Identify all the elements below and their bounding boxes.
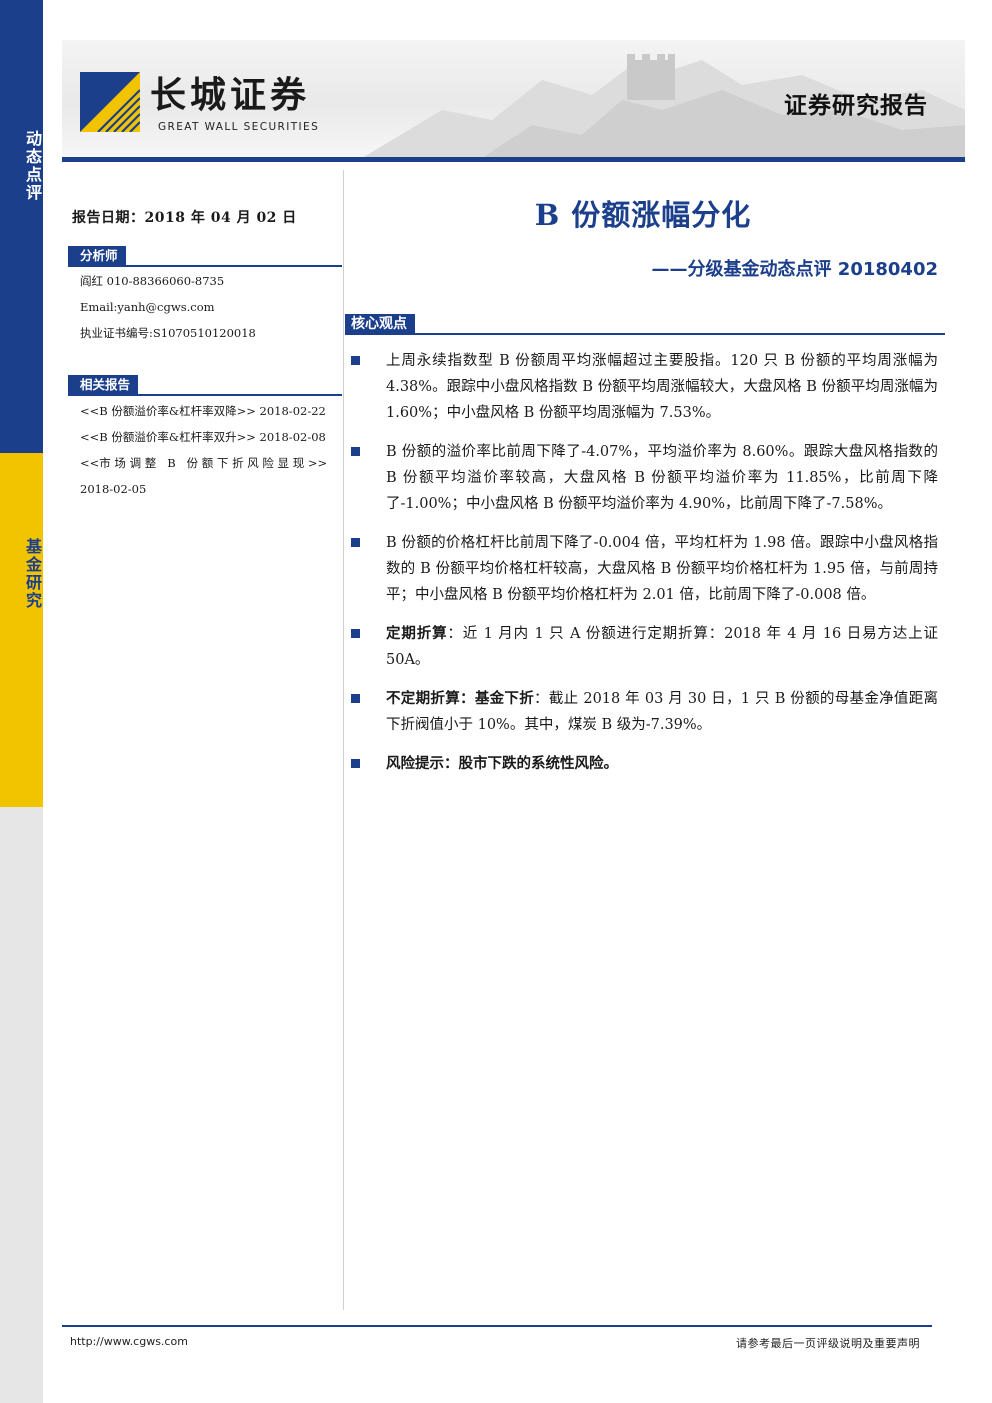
header-rule bbox=[62, 157, 965, 162]
page-title: B 份额涨幅分化 bbox=[534, 198, 752, 232]
analyst-heading-label: 分析师 bbox=[68, 246, 126, 266]
sidebar-band-blue bbox=[0, 0, 43, 453]
sidebar-band-gray bbox=[0, 807, 43, 1403]
footer-rule bbox=[62, 1325, 932, 1327]
bullet-text: ：截止 2018 年 03 月 30 日，1 只 B 份额的母基金净值距离下折阀… bbox=[386, 691, 939, 733]
related-report-date: 2018-02-05 bbox=[80, 482, 147, 496]
bullet-text: 上周永续指数型 B 份额周平均涨幅超过主要股指。120 只 B 份额的平均周涨幅… bbox=[386, 353, 938, 421]
sidebar-label-category: 基金研究 bbox=[23, 538, 42, 610]
bullet-text: ：近 1 月内 1 只 A 份额进行定期折算：2018 年 4 月 16 日易方… bbox=[386, 626, 938, 668]
bullet-text: B 份额的价格杠杆比前周下降了-0.004 倍，平均杠杆为 1.98 倍。跟踪中… bbox=[386, 535, 938, 603]
bullet-bold-lead: 定期折算 bbox=[386, 625, 448, 642]
analyst-section-heading: 分析师 bbox=[68, 245, 342, 267]
square-bullet-icon bbox=[351, 356, 360, 365]
related-report-link[interactable]: <<B 份额溢价率&杠杆率双升>> 2018-02-08 bbox=[80, 430, 326, 444]
great-wall-backdrop-image bbox=[362, 54, 965, 158]
related-report-link[interactable]: <<B 份额溢价率&杠杆率双降>> 2018-02-22 bbox=[80, 404, 326, 418]
analyst-name-phone: 阎红 010-88366060-8735 bbox=[80, 274, 225, 288]
bullet-item: B 份额的价格杠杆比前周下降了-0.004 倍，平均杠杆为 1.98 倍。跟踪中… bbox=[348, 530, 938, 608]
square-bullet-icon bbox=[351, 538, 360, 547]
sidebar-band-yellow bbox=[0, 453, 43, 807]
square-bullet-icon bbox=[351, 759, 360, 768]
column-divider bbox=[343, 170, 344, 1310]
related-reports-heading: 相关报告 bbox=[68, 374, 342, 396]
bullet-item: 不定期折算：基金下折：截止 2018 年 03 月 30 日，1 只 B 份额的… bbox=[348, 686, 938, 738]
square-bullet-icon bbox=[351, 629, 360, 638]
report-date: 报告日期：2018 年 04 月 02 日 bbox=[72, 210, 297, 226]
page-subtitle: ——分级基金动态点评 20180402 bbox=[651, 259, 938, 280]
bullet-item: 风险提示：股市下跌的系统性风险。 bbox=[348, 751, 938, 777]
analyst-certificate: 执业证书编号:S1070510120018 bbox=[80, 326, 256, 340]
bullet-item: B 份额的溢价率比前周下降了-4.07%，平均溢价率为 8.60%。跟踪大盘风格… bbox=[348, 439, 938, 517]
core-views-list: 上周永续指数型 B 份额周平均涨幅超过主要股指。120 只 B 份额的平均周涨幅… bbox=[348, 348, 938, 790]
report-type-title: 证券研究报告 bbox=[784, 93, 928, 119]
square-bullet-icon bbox=[351, 694, 360, 703]
bullet-bold-lead: 风险提示：股市下跌的系统性风险。 bbox=[386, 755, 618, 772]
square-bullet-icon bbox=[351, 447, 360, 456]
core-heading-label: 核心观点 bbox=[345, 314, 415, 334]
footer-website-link[interactable]: http://www.cgws.com bbox=[70, 1335, 188, 1348]
bullet-text: B 份额的溢价率比前周下降了-4.07%，平均溢价率为 8.60%。跟踪大盘风格… bbox=[386, 444, 938, 512]
header-banner bbox=[62, 40, 965, 158]
related-heading-label: 相关报告 bbox=[68, 375, 139, 395]
logo-chinese-name: 长城证券 bbox=[150, 74, 311, 116]
related-report-link[interactable]: <<市 场 调 整 B 份 额 下 折 风 险 显 现 >> bbox=[80, 456, 328, 470]
analyst-email: Email:yanh@cgws.com bbox=[80, 300, 215, 314]
great-wall-logo-icon bbox=[80, 72, 140, 132]
bullet-item: 上周永续指数型 B 份额周平均涨幅超过主要股指。120 只 B 份额的平均周涨幅… bbox=[348, 348, 938, 426]
core-views-heading: 核心观点 bbox=[345, 313, 945, 335]
bullet-bold-sublead: ：基金下折 bbox=[460, 690, 535, 707]
sidebar-label-report-kind: 动态点评 bbox=[23, 130, 42, 202]
logo-english-name: GREAT WALL SECURITIES bbox=[158, 121, 320, 133]
bullet-item: 定期折算：近 1 月内 1 只 A 份额进行定期折算：2018 年 4 月 16… bbox=[348, 621, 938, 673]
bullet-bold-lead: 不定期折算 bbox=[386, 690, 461, 707]
footer-disclaimer: 请参考最后一页评级说明及重要声明 bbox=[736, 1337, 920, 1350]
